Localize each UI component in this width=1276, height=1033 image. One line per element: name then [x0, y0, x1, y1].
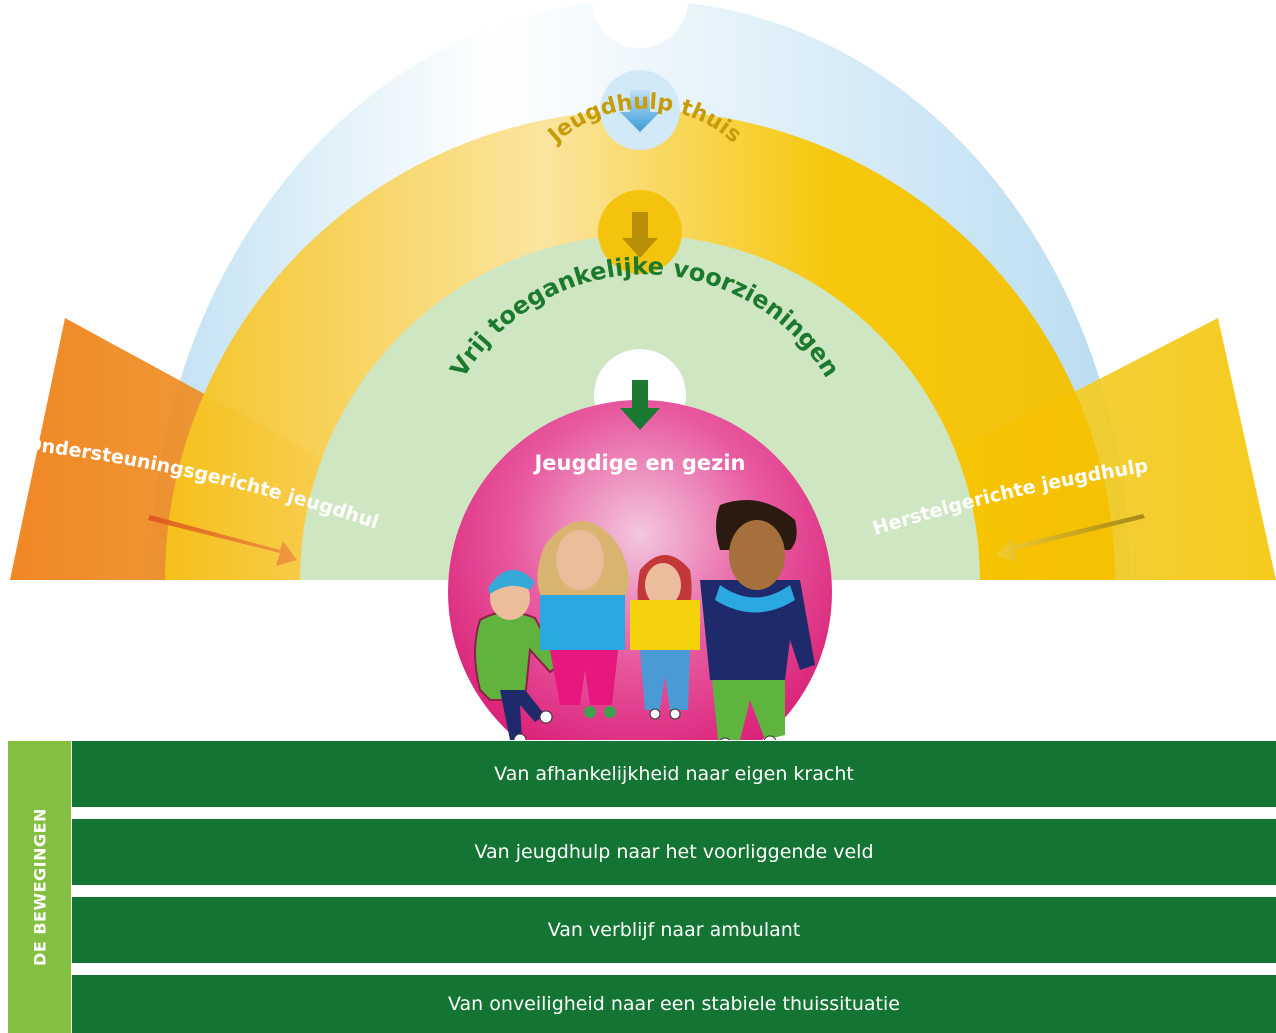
center-label: Jeugdige en gezin	[532, 451, 745, 475]
right-fan-arrow	[996, 514, 1145, 562]
care-levels-diagram: Jeugdhulp thuis Vrij toegankelijke voorz…	[10, 0, 1276, 740]
movement-row-text: Van jeugdhulp naar het voorliggende veld	[474, 841, 874, 863]
top-notch	[592, 0, 688, 48]
side-label: DE BEWEGINGEN	[30, 808, 49, 966]
family-figures	[474, 500, 815, 740]
left-fan-arrow	[148, 515, 297, 566]
movement-row-text: Van verblijf naar ambulant	[547, 919, 801, 941]
blue-down-arrow	[620, 90, 660, 132]
movement-row-1: Van afhankelijkheid naar eigen kracht	[72, 741, 1276, 807]
figure-boy-beanie	[474, 569, 562, 740]
figure-red-haired-girl	[630, 555, 700, 720]
movement-row-2: Van jeugdhulp naar het voorliggende veld	[72, 819, 1276, 885]
gold-down-arrow	[622, 212, 658, 258]
side-label-box: DE BEWEGINGEN	[8, 741, 71, 1033]
figure-blonde-girl	[537, 521, 629, 718]
movement-row-4: Van onveiligheid naar een stabiele thuis…	[72, 975, 1276, 1033]
movement-row-3: Van verblijf naar ambulant	[72, 897, 1276, 963]
figure-teen-boy	[700, 500, 815, 740]
movements-panel: DE BEWEGINGEN Van afhankelijkheid naar e…	[8, 741, 1276, 1033]
movement-row-text: Van afhankelijkheid naar eigen kracht	[494, 763, 854, 785]
green-down-arrow	[620, 380, 660, 430]
movement-row-text: Van onveiligheid naar een stabiele thuis…	[448, 993, 900, 1015]
